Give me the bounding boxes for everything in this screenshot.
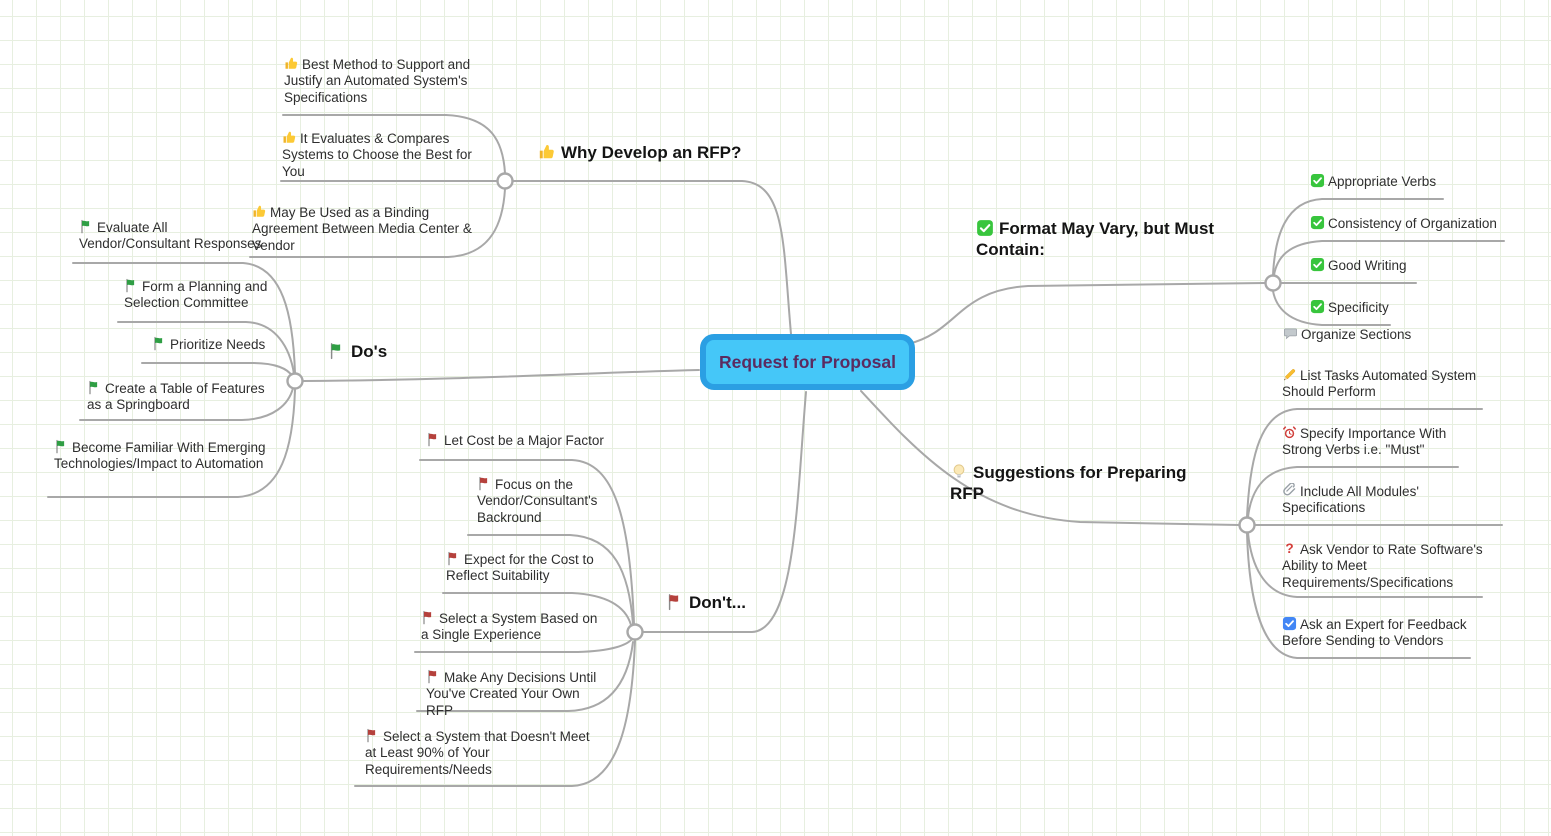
branch-title-dos[interactable]: Do's xyxy=(328,341,387,362)
node-donts-single-experience[interactable]: Select a System Based on a Single Experi… xyxy=(421,610,598,643)
central-node-label: Request for Proposal xyxy=(719,351,896,372)
node-sugg-list-tasks[interactable]: List Tasks Automated System Should Perfo… xyxy=(1282,367,1477,400)
node-format-verbs[interactable]: Appropriate Verbs xyxy=(1310,173,1455,190)
node-sugg-strong-verbs[interactable]: Specify Importance With Strong Verbs i.e… xyxy=(1282,425,1447,458)
red-flag-icon xyxy=(666,593,684,611)
node-dos-evaluate-responses[interactable]: Evaluate All Vendor/Consultant Responses xyxy=(79,219,262,252)
junction-dot xyxy=(496,172,514,190)
red-flag-icon xyxy=(421,610,436,625)
junction-dot xyxy=(286,372,304,390)
branch-title-why[interactable]: Why Develop an RFP? xyxy=(538,142,741,163)
green-flag-icon xyxy=(124,278,139,293)
node-dos-prioritize[interactable]: Prioritize Needs xyxy=(152,336,282,353)
wire-suggestions-main xyxy=(860,390,1240,526)
red-flag-icon xyxy=(365,728,380,743)
green-check-icon xyxy=(1310,173,1325,188)
alarm-clock-icon xyxy=(1282,425,1297,440)
node-dos-table-of-features[interactable]: Create a Table of Features as a Springbo… xyxy=(87,380,265,413)
blue-check-icon xyxy=(1282,616,1297,631)
red-flag-icon xyxy=(426,669,441,684)
node-dos-emerging-tech[interactable]: Become Familiar With Emerging Technologi… xyxy=(54,439,266,472)
node-format-organize-sections[interactable]: Organize Sections xyxy=(1283,326,1423,343)
speech-bubble-icon xyxy=(1283,326,1298,341)
green-flag-icon xyxy=(152,336,167,351)
node-format-good-writing[interactable]: Good Writing xyxy=(1310,257,1430,274)
node-format-consistency[interactable]: Consistency of Organization xyxy=(1310,215,1515,232)
node-donts-cost-suitability[interactable]: Expect for the Cost to Reflect Suitabili… xyxy=(446,551,594,584)
green-flag-icon xyxy=(87,380,102,395)
node-why-best-method[interactable]: Best Method to Support and Justify an Au… xyxy=(284,56,471,105)
node-format-specificity[interactable]: Specificity xyxy=(1310,299,1410,316)
pencil-icon xyxy=(1282,367,1297,382)
green-flag-icon xyxy=(328,342,346,360)
wire-donts-main xyxy=(642,391,807,633)
node-donts-background[interactable]: Focus on the Vendor/Consultant's Backrou… xyxy=(477,476,598,525)
junction-dot xyxy=(626,623,644,641)
branch-title-donts[interactable]: Don't... xyxy=(666,592,746,613)
node-sugg-expert-feedback[interactable]: Ask an Expert for Feedback Before Sendin… xyxy=(1282,616,1467,649)
node-donts-own-rfp[interactable]: Make Any Decisions Until You've Created … xyxy=(426,669,597,718)
paperclip-icon xyxy=(1282,483,1297,498)
wire-dos-main xyxy=(302,369,700,382)
green-check-icon xyxy=(1310,299,1325,314)
green-flag-icon xyxy=(79,219,94,234)
green-check-icon xyxy=(976,219,994,237)
thumbs-up-icon xyxy=(282,130,297,145)
junction-dot xyxy=(1238,516,1256,534)
node-donts-cost-factor[interactable]: Let Cost be a Major Factor xyxy=(426,432,616,449)
question-mark-icon xyxy=(1282,541,1297,556)
node-why-binding-agreement[interactable]: May Be Used as a Binding Agreement Betwe… xyxy=(252,204,472,253)
wire-format-main xyxy=(907,282,1266,345)
node-sugg-modules-specs[interactable]: Include All Modules' Specifications xyxy=(1282,483,1419,516)
thumbs-up-icon xyxy=(538,143,556,161)
branch-title-suggestions[interactable]: Suggestions for Preparing RFP xyxy=(950,463,1187,504)
junction-dot xyxy=(1264,274,1282,292)
lightbulb-icon xyxy=(950,463,968,481)
green-flag-icon xyxy=(54,439,69,454)
red-flag-icon xyxy=(426,432,441,447)
node-sugg-rate-software[interactable]: Ask Vendor to Rate Software's Ability to… xyxy=(1282,541,1483,590)
central-node[interactable]: Request for Proposal xyxy=(700,334,915,390)
node-dos-committee[interactable]: Form a Planning and Selection Committee xyxy=(124,278,268,311)
branch-title-format[interactable]: Format May Vary, but Must Contain: xyxy=(976,219,1215,260)
green-check-icon xyxy=(1310,257,1325,272)
red-flag-icon xyxy=(446,551,461,566)
thumbs-up-icon xyxy=(284,56,299,71)
wire-why-main xyxy=(512,180,792,335)
green-check-icon xyxy=(1310,215,1325,230)
thumbs-up-icon xyxy=(252,204,267,219)
node-why-evaluates-compares[interactable]: It Evaluates & Compares Systems to Choos… xyxy=(282,130,472,179)
red-flag-icon xyxy=(477,476,492,491)
node-donts-90-percent[interactable]: Select a System that Doesn't Meet at Lea… xyxy=(365,728,590,777)
